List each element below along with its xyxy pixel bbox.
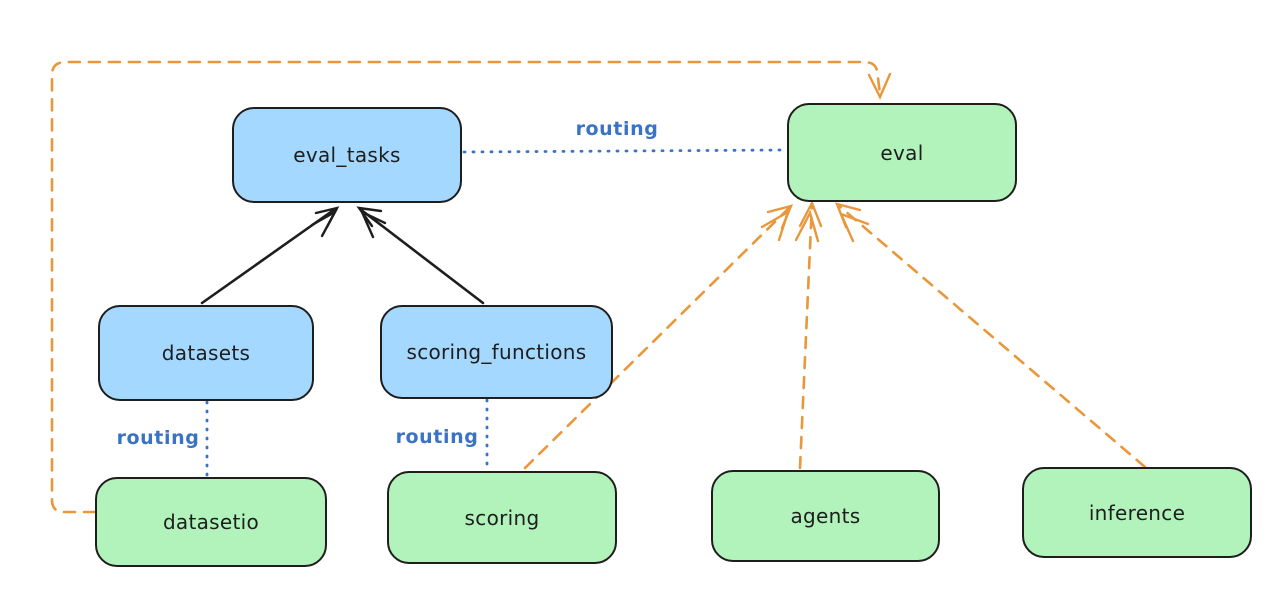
node-eval-tasks-label: eval_tasks [293, 143, 401, 167]
node-agents-label: agents [790, 504, 861, 528]
edge-scoring-to-eval [523, 204, 794, 470]
edge-agents-to-eval [794, 200, 823, 470]
node-scoring-functions: scoring_functions [380, 305, 613, 399]
edge-inference-to-eval [835, 202, 1147, 469]
routing-label-eval-tasks-eval: routing [575, 118, 659, 140]
edge-datasetio-to-eval [50, 60, 892, 514]
edge-scoring-functions-to-eval-tasks [356, 206, 485, 305]
node-scoring: scoring [387, 471, 617, 564]
routing-label-scoring-functions-scoring: routing [395, 426, 479, 448]
node-scoring-label: scoring [464, 505, 540, 530]
node-inference: inference [1022, 467, 1252, 558]
edge-datasets-to-eval-tasks [200, 206, 340, 305]
node-eval-label: eval [880, 140, 924, 165]
node-eval-tasks: eval_tasks [232, 107, 462, 203]
node-datasets-label: datasets [161, 341, 251, 365]
routing-label-datasets-datasetio: routing [116, 427, 200, 449]
node-inference-label: inference [1088, 500, 1186, 525]
node-datasetio-label: datasetio [162, 510, 260, 534]
node-scoring-functions-label: scoring_functions [406, 340, 587, 364]
node-agents: agents [711, 470, 940, 562]
node-datasets: datasets [98, 305, 314, 401]
node-datasetio: datasetio [95, 477, 327, 567]
node-eval: eval [787, 103, 1017, 202]
edge-eval-tasks-to-eval [462, 148, 788, 154]
